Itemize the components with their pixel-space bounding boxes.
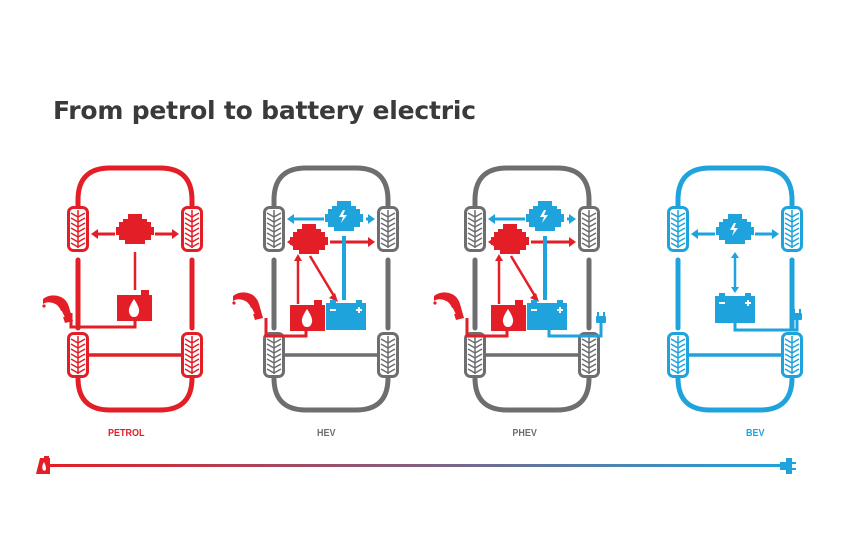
electric-motor-icon xyxy=(716,214,754,244)
combustion-engine-icon xyxy=(116,214,154,244)
lightning-bolt-icon xyxy=(540,210,548,223)
tire-front-right-icon xyxy=(781,206,803,252)
tire-rear-right-icon xyxy=(377,332,399,378)
tire-rear-left-icon xyxy=(667,332,689,378)
lightning-bolt-icon xyxy=(730,223,738,236)
fuel-tank-icon xyxy=(491,300,526,331)
tire-front-right-icon xyxy=(181,206,203,252)
tire-rear-left-icon xyxy=(464,332,486,378)
tire-front-left-icon xyxy=(464,206,486,252)
battery-icon xyxy=(527,300,567,330)
petrol-to-electric-scale xyxy=(36,450,816,484)
lightning-bolt-icon xyxy=(339,210,347,223)
fuel-tank-icon xyxy=(290,300,325,331)
fuel-can-icon xyxy=(36,456,50,474)
combustion-engine-icon xyxy=(491,224,529,254)
electric-motor-icon xyxy=(526,201,564,231)
tire-front-right-icon xyxy=(377,206,399,252)
fuel-nozzle-icon xyxy=(433,292,464,320)
battery-icon xyxy=(326,300,366,330)
vehicle-label-petrol: PETROL xyxy=(108,428,145,439)
charging-plug-icon xyxy=(596,312,606,323)
fuel-tank-icon xyxy=(117,290,152,321)
fuel-drop-icon xyxy=(301,309,313,327)
tire-front-left-icon xyxy=(667,206,689,252)
vehicle-diagram-phev xyxy=(433,160,627,420)
vehicle-diagram-petrol xyxy=(40,160,230,420)
vehicle-label-phev: PHEV xyxy=(512,428,537,439)
vehicle-diagram-hev xyxy=(232,160,426,420)
tire-rear-left-icon xyxy=(263,332,285,378)
fuel-nozzle-icon xyxy=(232,292,263,320)
tire-rear-right-icon xyxy=(181,332,203,378)
page-title: From petrol to battery electric xyxy=(53,96,476,125)
car-body-outline xyxy=(271,165,391,413)
tire-rear-left-icon xyxy=(67,332,89,378)
fuel-drop-icon xyxy=(128,299,140,317)
fuel-nozzle-icon xyxy=(42,295,73,323)
electric-plug-icon xyxy=(780,458,796,474)
charging-plug-icon xyxy=(792,309,802,320)
scale-line xyxy=(50,464,790,467)
fuel-drop-icon xyxy=(502,309,514,327)
car-body-outline xyxy=(75,165,195,413)
car-body-outline xyxy=(472,165,592,413)
combustion-engine-icon xyxy=(290,224,328,254)
tire-rear-right-icon xyxy=(781,332,803,378)
tire-rear-right-icon xyxy=(578,332,600,378)
tire-front-left-icon xyxy=(263,206,285,252)
battery-icon xyxy=(715,293,755,323)
vehicle-diagram-bev xyxy=(640,160,830,420)
electric-motor-icon xyxy=(325,201,363,231)
vehicle-label-hev: HEV xyxy=(317,428,336,439)
tire-front-left-icon xyxy=(67,206,89,252)
tire-front-right-icon xyxy=(578,206,600,252)
vehicle-label-bev: BEV xyxy=(746,428,765,439)
